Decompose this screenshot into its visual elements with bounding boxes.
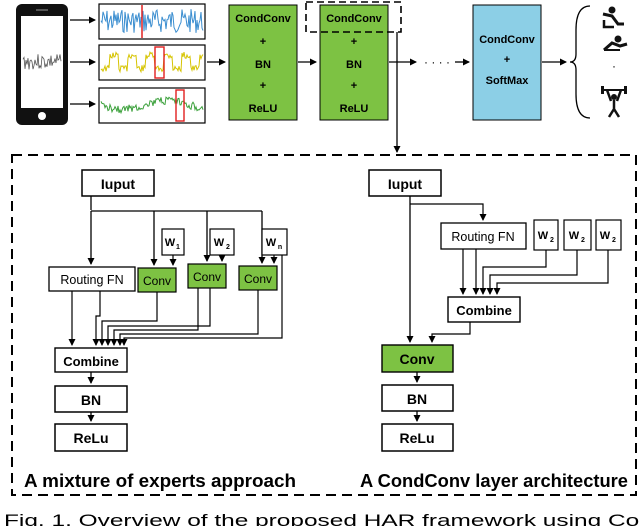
condconv-block-2 (319, 4, 389, 121)
left-combine-box (54, 347, 128, 373)
block1-line-5: ReLU (249, 103, 278, 115)
block1-line-2: + (260, 36, 266, 48)
left-conv-1-label: Conv (143, 274, 171, 288)
block2-line-4: + (351, 80, 357, 92)
left-routing-fn-box (48, 266, 136, 292)
left-weight2-to-combine-arrow (104, 288, 211, 346)
condconv-softmax-block (472, 4, 542, 121)
right-weight-3-sub: 2 (612, 237, 616, 244)
left-caption: A mixture of experts approach (24, 471, 296, 491)
left-input-label: Iuput (101, 176, 136, 192)
left-bn-box (54, 385, 128, 413)
block1-line-1: CondConv (235, 13, 291, 25)
block2-line-2: + (351, 36, 357, 48)
right-combine-box (447, 296, 521, 323)
right-weight-1-sub: 2 (550, 237, 554, 244)
signal-trace-green (100, 96, 204, 115)
right-caption: A CondConv layer architecture (360, 471, 628, 491)
right-routing-fn-label: Routing FN (451, 230, 514, 244)
left-routing-to-combine-arrow-2 (92, 291, 101, 346)
left-weight-1-w: W (165, 237, 176, 249)
right-conv-box (381, 344, 454, 373)
left-weight-2-sub: 2 (226, 244, 230, 251)
left-conv3-to-combine-arrow (116, 290, 259, 346)
right-weight3-to-combine-arrow (493, 250, 609, 295)
left-weightn-to-combine-arrow (120, 255, 283, 346)
phone-signal-trace (22, 54, 62, 70)
right-bn-label: BN (407, 391, 427, 407)
signal-trace-blue (100, 8, 204, 34)
highlight-dashed-box (305, 1, 402, 33)
left-input-box (81, 169, 155, 197)
left-relu-box (54, 423, 128, 452)
right-input-box (368, 169, 442, 197)
detail-dashed-frame (11, 154, 637, 496)
left-combine-label: Combine (63, 354, 119, 369)
pipeline-continuation-dots: · · · · (424, 55, 450, 69)
right-combine-label: Combine (456, 303, 512, 318)
output-bracket (569, 5, 591, 119)
left-conv-box-3 (238, 265, 278, 291)
block3-line-1: CondConv (479, 34, 535, 46)
lying-person-icon (603, 35, 628, 52)
right-weight2-to-combine-arrow (486, 250, 578, 295)
signal-panel-1 (98, 3, 206, 40)
smartphone-icon (16, 4, 68, 125)
left-weight-box-n (261, 228, 288, 256)
block2-line-1: CondConv (326, 13, 382, 25)
block2-line-5: ReLU (340, 103, 369, 115)
right-routing-fn-box (440, 222, 527, 250)
condconv-block-1 (228, 4, 298, 121)
signal-red-window-2 (154, 46, 165, 79)
signal-panel-3 (98, 87, 206, 124)
right-weight-3-w: W (600, 230, 611, 242)
right-input-label: Iuput (388, 176, 423, 192)
sitting-person-icon (602, 6, 624, 29)
block3-line-2: + (504, 54, 510, 66)
left-conv2-to-combine-arrow (110, 288, 199, 346)
left-weight-2-w: W (214, 237, 225, 249)
left-weight-1-sub: 1 (176, 244, 180, 251)
signal-red-window-3 (175, 89, 185, 122)
right-weight-box-1 (533, 219, 559, 251)
left-routing-fn-label: Routing FN (60, 273, 123, 287)
left-conv-3-label: Conv (244, 272, 272, 286)
block2-line-3: BN (346, 59, 362, 71)
right-weight-2-sub: 2 (581, 237, 585, 244)
signal-trace-yellow (100, 50, 204, 74)
weightlifting-person-icon (601, 86, 627, 118)
block1-line-3: BN (255, 59, 271, 71)
right-weight1-to-combine-arrow (479, 250, 547, 295)
left-conv-box-1 (137, 267, 177, 293)
right-weight-1-w: W (538, 230, 549, 242)
left-bn-label: BN (81, 392, 101, 408)
block3-line-3: SoftMax (486, 75, 530, 87)
left-weight-n-w: W (266, 237, 277, 249)
signal-panel-2 (98, 44, 206, 81)
right-relu-box (381, 423, 454, 452)
left-relu-label: ReLu (74, 430, 109, 446)
right-input-to-routing-arrow (410, 203, 487, 221)
right-conv-label: Conv (400, 351, 435, 367)
figure-caption: Fig. 1. Overview of the proposed HAR fra… (4, 511, 640, 526)
left-weight-n-sub: n (278, 244, 282, 251)
right-weight-box-3 (595, 219, 622, 251)
left-conv-2-label: Conv (193, 270, 221, 284)
right-weight-2-w: W (569, 230, 580, 242)
right-relu-label: ReLu (400, 430, 435, 446)
left-conv1-to-combine-arrow (98, 292, 158, 346)
right-combine-to-conv-arrow (428, 322, 471, 343)
block1-line-4: + (260, 80, 266, 92)
left-conv-box-2 (187, 263, 227, 289)
output-ellipsis: · (612, 59, 616, 73)
